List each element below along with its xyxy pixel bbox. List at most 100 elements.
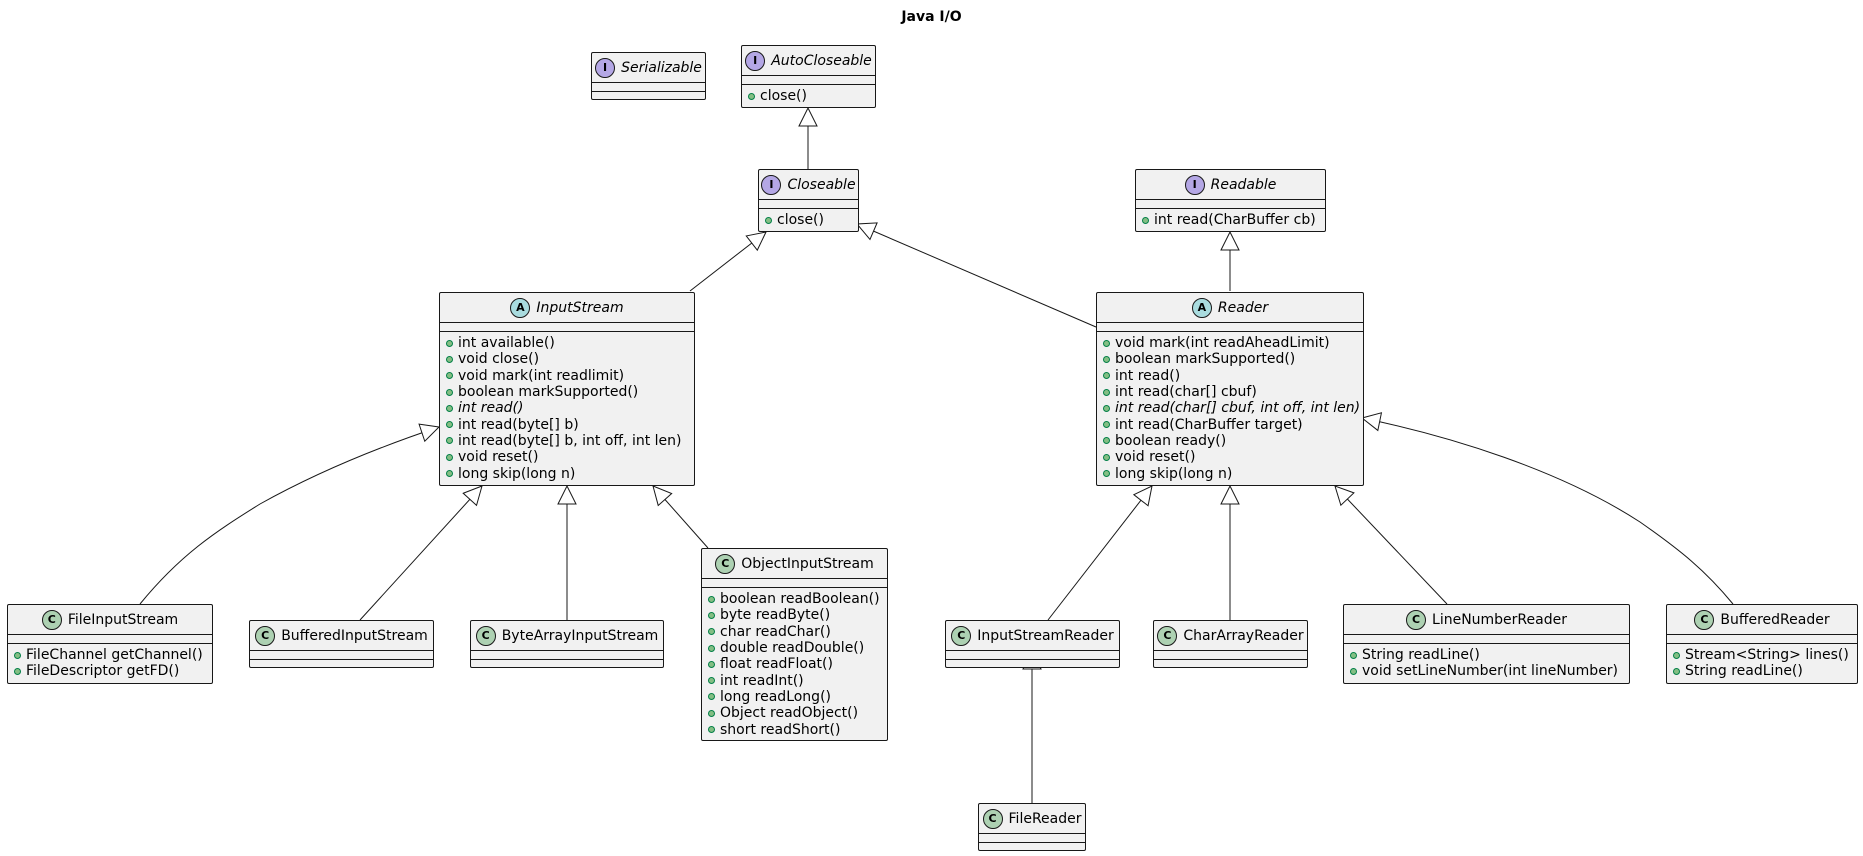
method-row: long skip(long n)	[1103, 465, 1357, 482]
method-row: char readChar()	[708, 624, 881, 640]
edge-bufferedreader-reader	[1362, 418, 1734, 605]
method-row: int readInt()	[708, 672, 881, 689]
class-name: BufferedInputStream	[281, 627, 428, 644]
class-name: Serializable	[621, 59, 702, 76]
method-signature: short readShort()	[720, 721, 841, 738]
public-visibility-icon	[446, 453, 453, 461]
fields-section	[592, 83, 705, 92]
method-row: double readDouble()	[708, 640, 881, 656]
fields-section	[979, 834, 1085, 843]
class-icon: C	[1157, 625, 1178, 646]
method-row: void mark(int readlimit)	[446, 368, 688, 384]
method-row: boolean ready()	[1103, 433, 1357, 449]
public-visibility-icon	[708, 726, 715, 734]
method-signature: int read()	[1115, 367, 1181, 384]
method-row: int read()	[1103, 368, 1357, 384]
method-row: int available()	[446, 335, 688, 351]
method-row: Stream<String> lines()	[1673, 647, 1851, 663]
class-icon: C	[982, 808, 1003, 829]
method-row: int read(CharBuffer target)	[1103, 416, 1357, 433]
class-icon: C	[1694, 609, 1715, 630]
edge-reader-closeable	[857, 224, 1097, 328]
public-visibility-icon	[14, 667, 21, 675]
class-name: LineNumberReader	[1432, 611, 1567, 628]
method-signature: boolean readBoolean()	[720, 591, 880, 608]
public-visibility-icon	[14, 651, 21, 659]
method-signature: FileDescriptor getFD()	[26, 663, 180, 680]
method-row: FileChannel getChannel()	[14, 647, 206, 663]
fields-section	[946, 651, 1119, 660]
method-row: boolean markSupported()	[446, 384, 688, 400]
class-header: C CharArrayReader	[1154, 621, 1307, 651]
public-visibility-icon	[1673, 651, 1680, 659]
method-row: close()	[748, 88, 869, 104]
fields-section	[250, 651, 433, 660]
class-icon: C	[41, 609, 62, 630]
method-signature: void setLineNumber(int lineNumber)	[1362, 663, 1619, 680]
class-icon: C	[1406, 609, 1427, 630]
class-name: CharArrayReader	[1183, 627, 1304, 644]
edge-bufferedinputstream-inputstream	[359, 486, 482, 621]
method-row: int read(char[] cbuf)	[1103, 384, 1357, 400]
public-visibility-icon	[765, 216, 772, 224]
public-visibility-icon	[708, 628, 715, 636]
class-name: ObjectInputStream	[741, 555, 874, 572]
class-name: Closeable	[787, 176, 856, 193]
method-signature: double readDouble()	[720, 640, 865, 657]
class-name: ByteArrayInputStream	[501, 627, 659, 644]
public-visibility-icon	[1103, 388, 1110, 396]
method-signature: long readLong()	[720, 688, 831, 705]
methods-section: String readLine()void setLineNumber(int …	[1344, 644, 1629, 683]
method-row: boolean readBoolean()	[708, 591, 881, 607]
public-visibility-icon	[1103, 355, 1110, 363]
fields-section	[1136, 200, 1325, 209]
methods-section: Stream<String> lines()String readLine()	[1667, 644, 1857, 683]
public-visibility-icon	[446, 372, 453, 380]
method-signature: void mark(int readlimit)	[458, 367, 625, 384]
method-signature: int read(byte[] b)	[458, 416, 579, 433]
public-visibility-icon	[446, 404, 453, 412]
edge-objectinputstream-inputstream	[653, 486, 709, 549]
method-signature: void mark(int readAheadLimit)	[1115, 335, 1330, 352]
class-name: AutoCloseable	[771, 52, 872, 69]
public-visibility-icon	[1103, 437, 1110, 445]
method-row: String readLine()	[1673, 663, 1851, 679]
method-row: long skip(long n)	[446, 465, 688, 482]
method-row: String readLine()	[1350, 647, 1623, 663]
method-row: void reset()	[446, 449, 688, 465]
method-signature: int read(byte[] b, int off, int len)	[458, 432, 682, 449]
fields-section	[1667, 635, 1857, 644]
method-row: FileDescriptor getFD()	[14, 663, 206, 679]
public-visibility-icon	[708, 693, 715, 701]
methods-section: close()	[759, 209, 858, 231]
methods-section: int available()void close()void mark(int…	[440, 332, 694, 485]
methods-section	[592, 92, 705, 100]
fields-section	[8, 635, 212, 644]
public-visibility-icon	[1350, 651, 1357, 659]
method-signature: close()	[760, 88, 807, 105]
method-signature: long skip(long n)	[1115, 465, 1233, 482]
class-name: Reader	[1217, 299, 1269, 316]
class-box-chararrayreader[interactable]: C CharArrayReader	[1153, 620, 1308, 668]
fields-section	[1344, 635, 1629, 644]
